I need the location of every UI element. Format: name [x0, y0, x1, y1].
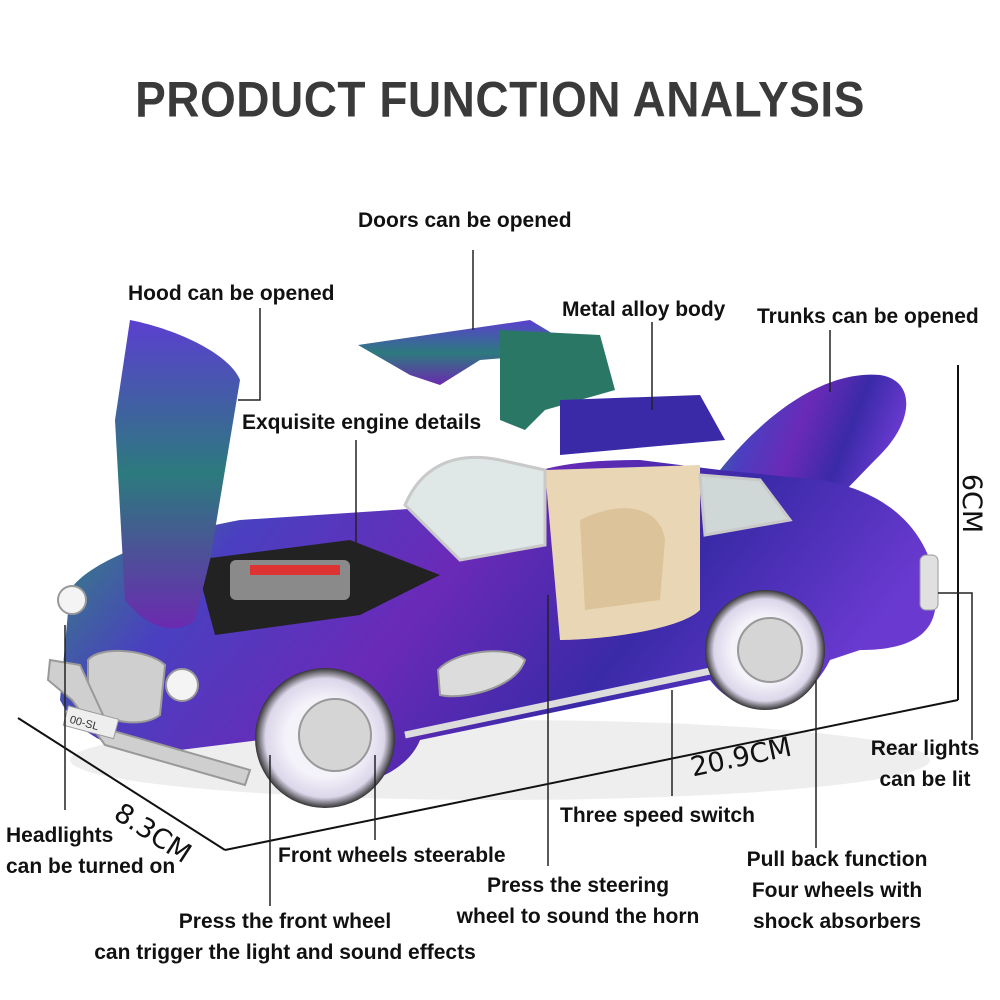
callout-headlights: Headlights can be turned on	[6, 820, 175, 882]
leader-lines	[64, 250, 973, 906]
callout-front-wheel-press-line1: Press the front wheel	[178, 910, 392, 933]
leader-rear-lights	[938, 592, 973, 740]
front-bumper	[46, 658, 252, 787]
roof	[560, 395, 725, 455]
chrome-strip	[404, 666, 716, 739]
hood	[115, 320, 240, 629]
callout-front-wheel-press-line2: can trigger the light and sound effects	[94, 941, 476, 964]
side-window	[698, 473, 793, 537]
callout-horn: Press the steering wheel to sound the ho…	[448, 870, 708, 932]
callout-horn-line1: Press the steering	[486, 874, 670, 897]
dimension-line-length	[224, 699, 959, 851]
engine-red-bar	[250, 565, 340, 575]
callout-front-wheels: Front wheels steerable	[278, 844, 506, 867]
callout-rear-lights: Rear lights can be lit	[862, 733, 988, 795]
gullwing-door-right	[500, 330, 615, 430]
callout-metal-body: Metal alloy body	[562, 298, 726, 321]
callout-horn-line2: wheel to sound the horn	[456, 905, 700, 928]
front-hubcap	[298, 698, 372, 772]
callout-rear-lights-line1: Rear lights	[870, 737, 980, 760]
page-title: PRODUCT FUNCTION ANALYSIS	[135, 70, 865, 128]
license-plate	[62, 705, 120, 740]
headlight-right	[165, 668, 199, 702]
callout-doors: Doors can be opened	[358, 209, 572, 232]
dimension-height: 6CM	[956, 473, 988, 534]
windshield	[403, 455, 547, 562]
callout-pull-back: Pull back function Four wheels with shoc…	[736, 844, 938, 937]
leader-hood	[238, 308, 261, 401]
dimension-line-width	[17, 717, 226, 851]
callout-speed-switch: Three speed switch	[560, 804, 755, 827]
side-vent	[436, 650, 527, 698]
callout-headlights-line1: Headlights	[6, 824, 114, 847]
callout-engine: Exquisite engine details	[242, 411, 482, 434]
seat	[580, 508, 665, 610]
callout-pull-back-line1: Pull back function	[746, 848, 928, 871]
rear-light	[919, 554, 939, 611]
callout-trunks: Trunks can be opened	[757, 305, 979, 328]
callout-pull-back-line2: Four wheels with	[751, 879, 923, 902]
rear-hubcap	[737, 617, 803, 683]
callout-headlights-line2: can be turned on	[6, 855, 176, 878]
callout-front-wheel-press: Press the front wheel can trigger the li…	[80, 906, 490, 968]
callout-rear-lights-line2: can be lit	[879, 768, 971, 791]
headlight-left	[57, 585, 87, 615]
callout-pull-back-line3: shock absorbers	[752, 910, 922, 933]
callout-hood: Hood can be opened	[128, 282, 335, 305]
